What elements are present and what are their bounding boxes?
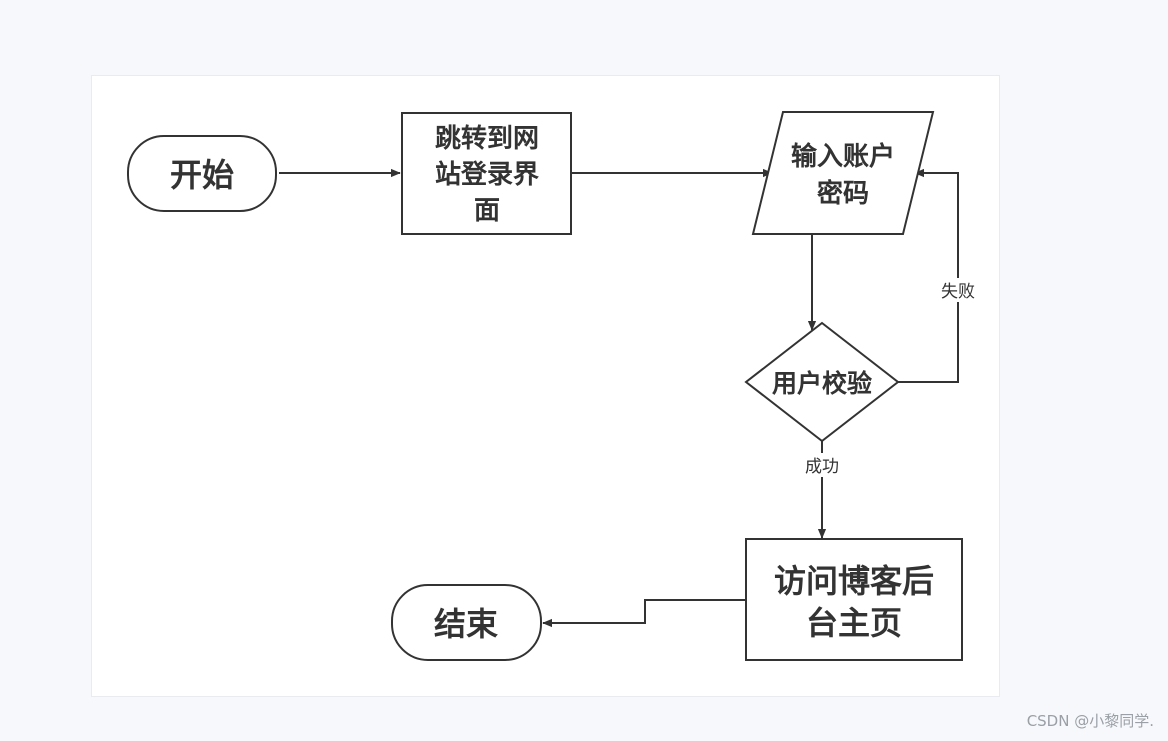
- verify-label: 用户校验: [772, 369, 872, 398]
- edge-label-success: 成功: [805, 457, 839, 477]
- jump-label-line-1: 跳转到网: [435, 124, 539, 154]
- visit-label-line-2: 台主页: [806, 604, 902, 642]
- edge-label-fail: 失败: [941, 282, 975, 302]
- end-terminal: [391, 584, 542, 661]
- jump-label-line-3: 面: [474, 196, 500, 226]
- end-label: 结束: [434, 605, 498, 643]
- input-label-line-2: 密码: [817, 178, 869, 209]
- edge-label-fail-bg: [936, 278, 980, 302]
- edge-verify-fail-to-input: [898, 168, 959, 383]
- visit-admin-process: [745, 538, 963, 661]
- start-terminal: [127, 135, 277, 212]
- jump-to-login-process: [401, 112, 572, 235]
- edge-label-success-bg: [800, 453, 844, 477]
- edge-visit-to-end: [542, 599, 746, 628]
- start-label: 开始: [170, 156, 234, 194]
- input-credentials-data: [751, 111, 935, 235]
- verify-decision: [744, 321, 900, 443]
- input-label-line-1: 输入账户: [791, 141, 895, 172]
- jump-label-line-2: 站登录界: [435, 159, 539, 190]
- watermark: CSDN @小黎同学.: [1026, 712, 1154, 730]
- visit-label-line-1: 访问博客后: [774, 562, 934, 600]
